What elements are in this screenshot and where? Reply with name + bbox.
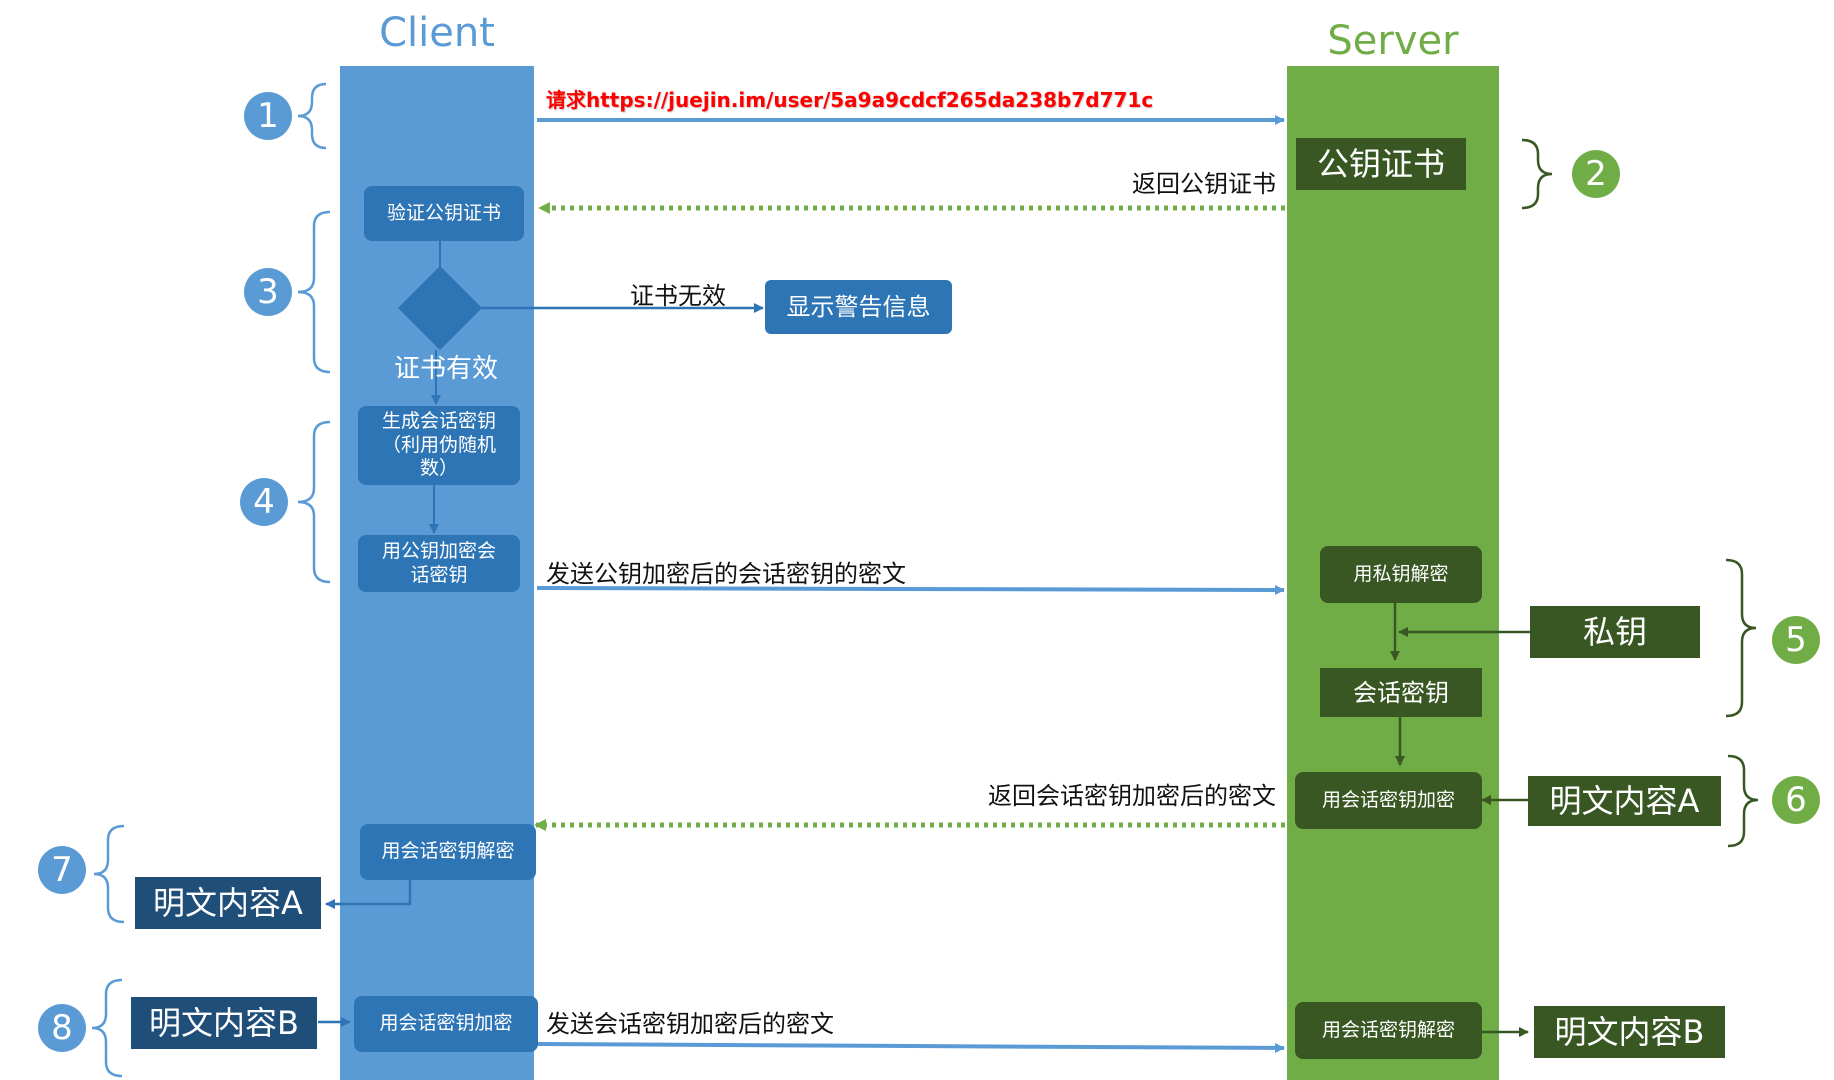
public-certificate: 公钥证书: [1296, 138, 1466, 190]
message-request: 请求https://juejin.im/user/5a9a9cdcf265da2…: [546, 88, 1154, 112]
arrow-decrypt-to-plaintext-a: [325, 880, 412, 909]
client-plaintext-b: 明文内容B: [131, 997, 317, 1049]
brace-4: [297, 420, 331, 584]
step-badge-6: 6: [1772, 776, 1820, 824]
brace-7: [93, 824, 125, 924]
server-plaintext-b: 明文内容B: [1534, 1006, 1725, 1058]
session-key-block: 会话密钥: [1320, 668, 1482, 717]
server-encrypt-step: 用会话密钥加密: [1295, 772, 1482, 829]
brace-8: [91, 978, 123, 1078]
step-badge-5: 5: [1772, 616, 1820, 664]
generate-session-key-step: 生成会话密钥 （利用伪随机 数）: [358, 406, 520, 485]
message-send-encrypted-key: 发送公钥加密后的会话密钥的密文: [546, 560, 906, 588]
step-badge-1: 1: [244, 92, 292, 140]
message-return-encrypted: 返回会话密钥加密后的密文: [988, 782, 1276, 810]
encrypt-session-key-step: 用公钥加密会 话密钥: [358, 535, 520, 592]
server-decrypt-step: 用会话密钥解密: [1295, 1002, 1482, 1059]
client-plaintext-a: 明文内容A: [135, 877, 321, 929]
step-badge-8: 8: [38, 1004, 86, 1052]
client-decrypt-step: 用会话密钥解密: [360, 824, 536, 880]
arrow-send-encrypted: [536, 1042, 1285, 1053]
server-plaintext-a: 明文内容A: [1528, 776, 1721, 826]
warning-message-step: 显示警告信息: [765, 280, 952, 334]
message-cert-invalid: 证书无效: [630, 282, 726, 310]
step-badge-4: 4: [240, 478, 288, 526]
step-badge-3: 3: [244, 268, 292, 316]
message-send-encrypted: 发送会话密钥加密后的密文: [546, 1010, 834, 1038]
brace-1: [297, 82, 327, 150]
brace-3: [297, 210, 331, 374]
client-lane-title: Client: [379, 10, 495, 56]
brace-6: [1727, 754, 1759, 848]
step-badge-2: 2: [1572, 150, 1620, 198]
private-key-block: 私钥: [1530, 606, 1700, 658]
decision-diamond: [398, 266, 482, 350]
step-badge-7: 7: [38, 846, 86, 894]
arrow-send-encrypted-key: [536, 584, 1285, 595]
verify-certificate-step: 验证公钥证书: [364, 186, 524, 241]
message-return-cert: 返回公钥证书: [1132, 170, 1276, 198]
brace-5: [1725, 558, 1757, 718]
client-encrypt-step: 用会话密钥加密: [354, 996, 538, 1052]
private-key-decrypt-step: 用私钥解密: [1320, 546, 1482, 603]
server-lane-title: Server: [1327, 18, 1459, 64]
certificate-valid-label: 证书有效: [394, 354, 499, 384]
brace-2: [1521, 138, 1553, 210]
